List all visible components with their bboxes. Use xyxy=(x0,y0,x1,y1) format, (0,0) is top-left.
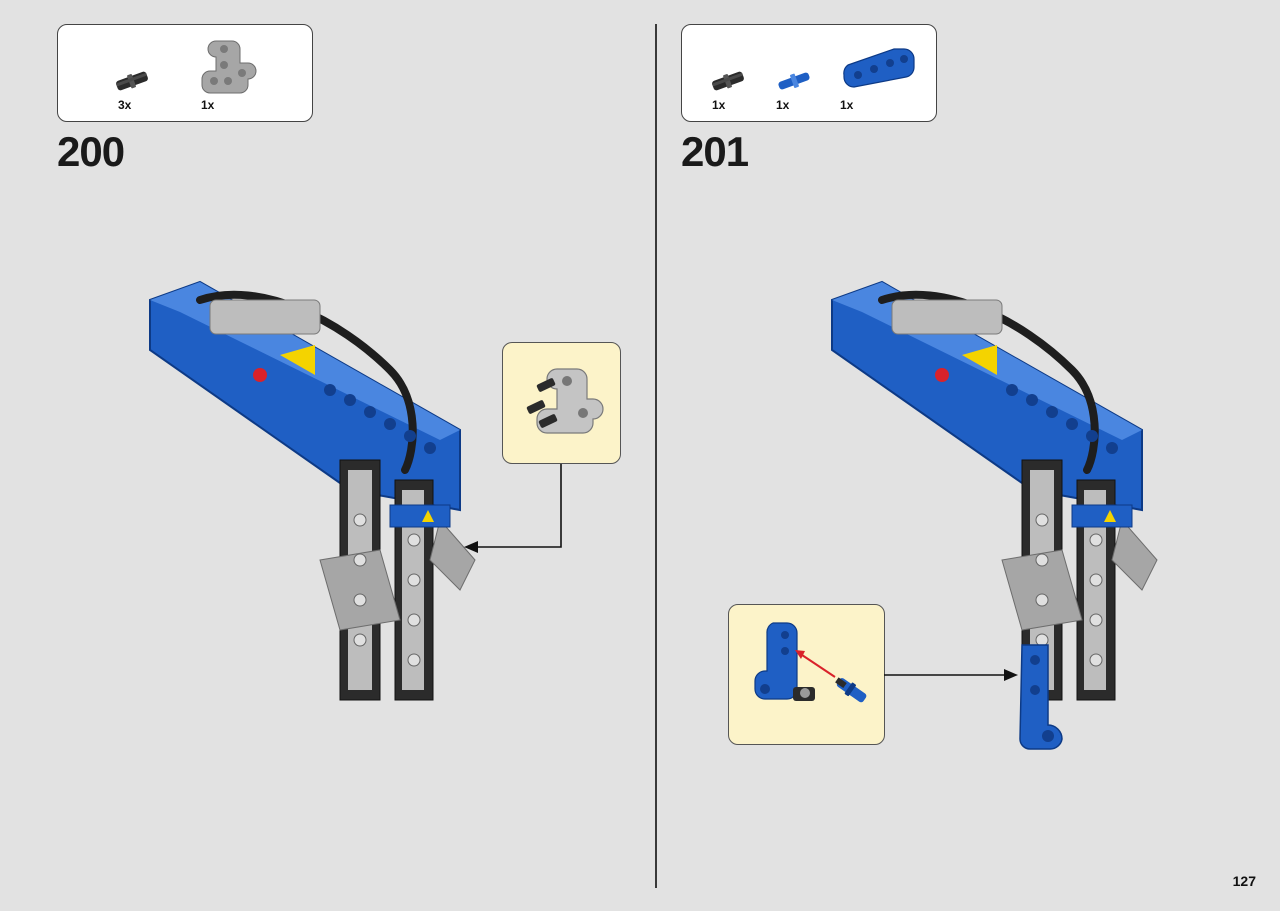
model-assembly-illustration xyxy=(149,280,476,701)
t-beam-icon xyxy=(201,40,257,94)
callout-box xyxy=(728,604,885,745)
axle-pin-icon xyxy=(778,72,810,90)
part-qty: 1x xyxy=(201,98,215,112)
friction-pin-icon xyxy=(115,71,148,91)
callout-box xyxy=(502,342,621,464)
model-assembly-illustration xyxy=(831,280,1158,750)
connector-arrow xyxy=(464,464,562,553)
page-divider xyxy=(655,24,657,888)
l-beam-icon xyxy=(843,48,915,88)
page-number: 127 xyxy=(1232,873,1256,889)
part-qty: 1x xyxy=(840,98,854,112)
t-beam-with-pins-icon xyxy=(526,368,604,434)
l-beam-pin-insert-icon xyxy=(754,622,867,703)
part-qty: 3x xyxy=(118,98,132,112)
parts-list-step-200: 3x 1x xyxy=(57,24,313,122)
step-number: 201 xyxy=(681,128,749,175)
step-number: 200 xyxy=(57,128,125,175)
friction-pin-icon xyxy=(711,71,744,91)
part-qty: 1x xyxy=(712,98,726,112)
part-qty: 1x xyxy=(776,98,790,112)
connector-arrow xyxy=(884,669,1018,681)
parts-list-step-201: 1x 1x 1x xyxy=(681,24,937,122)
